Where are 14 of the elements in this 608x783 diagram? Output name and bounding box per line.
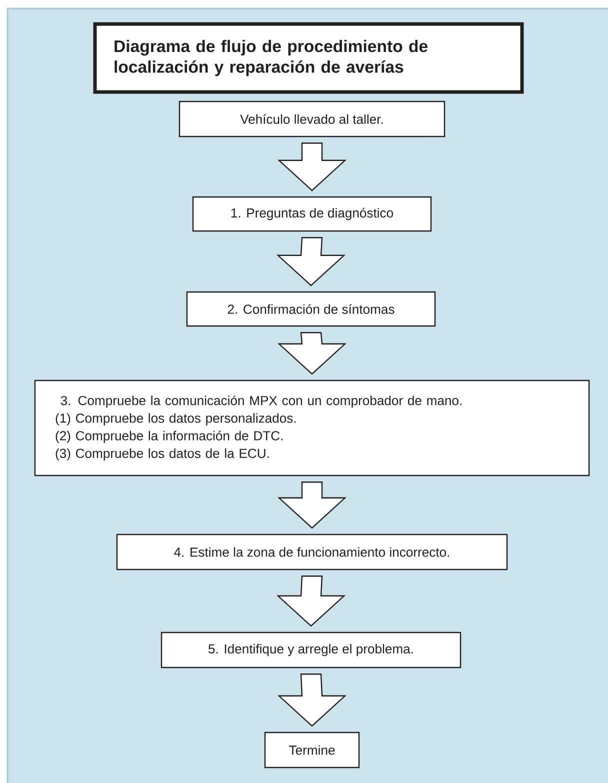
title-box: Diagrama de flujo de procedimiento de localización y reparación de averías (93, 22, 524, 94)
block-arrow (276, 576, 346, 627)
block-arrow (277, 142, 347, 192)
process-box: 1. Preguntas de diagnóstico (192, 196, 432, 232)
block-arrow (276, 237, 346, 286)
block-arrow (277, 332, 347, 375)
process-box: 2. Confirmación de síntomas (186, 291, 436, 327)
process-box: Vehículo llevado al taller. (178, 100, 446, 138)
process-box: 3. Compruebe la comunicación MPX con un comprobador de mano. (1) Compruebe los datos personalizados. (2) Compruebe la información de DTC. (3) Compruebe los datos de la ECU. (34, 380, 590, 476)
block-arrow (277, 482, 347, 529)
process-box: Termine (264, 732, 360, 768)
block-arrow (277, 674, 347, 727)
process-box: 5. Identifique y arregle el problema. (160, 632, 462, 668)
process-box: 4. Estime la zona de funcionamiento incorrecto. (116, 534, 508, 570)
